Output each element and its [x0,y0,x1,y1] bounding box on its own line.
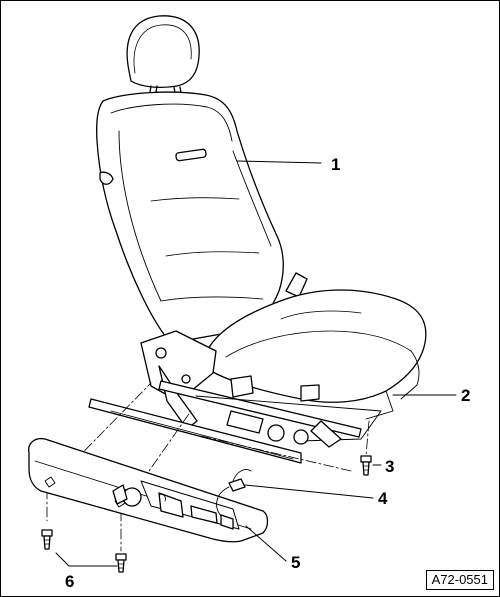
callout-5: 5 [291,553,301,572]
headrest [126,15,200,100]
seat-cushion [205,289,427,420]
seat-rails [88,380,382,464]
callout-1: 1 [331,155,341,174]
belt-tab [285,272,308,298]
screw-item-6-right [115,553,127,573]
backrest [96,91,284,344]
screw-item-3 [360,455,372,476]
seat-side-bracket [140,330,320,430]
callout-2: 2 [461,386,471,405]
callout-4: 4 [378,489,388,508]
figure-reference-code: A72-0551 [425,570,494,590]
side-trim-panel [28,437,269,543]
callout-6: 6 [65,572,75,591]
leader-lines [55,160,457,567]
screw-item-6-left [41,529,53,550]
callout-3: 3 [385,457,395,476]
